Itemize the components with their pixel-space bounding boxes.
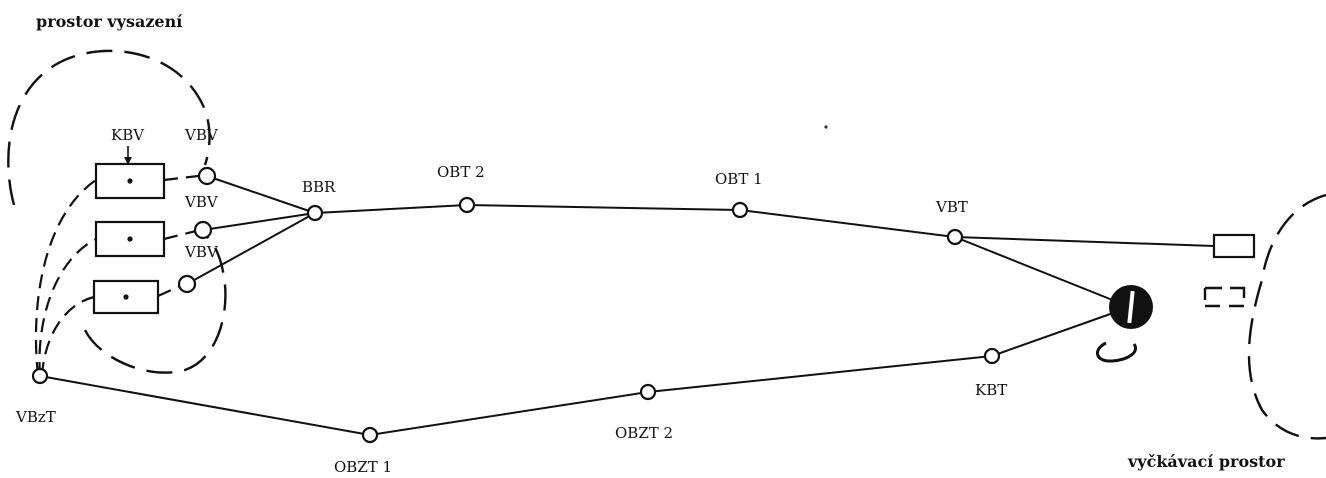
landing-area-boundary [7, 49, 227, 374]
vbzt-node [31, 367, 49, 385]
vbzt-to-box-links [34, 179, 97, 377]
obt2-label: OBT 2 [437, 163, 485, 181]
kbv-box-2 [94, 220, 166, 258]
kbt-label: KBT [975, 381, 1007, 399]
vbt-node [946, 228, 964, 246]
vbv-label-2: VBV [184, 193, 219, 211]
obt1-node [731, 201, 749, 219]
bbr-node [306, 204, 324, 222]
vbv-node-1 [197, 166, 217, 186]
waiting-dashed-box [1203, 286, 1246, 308]
obzt1-node [361, 426, 379, 444]
vbv-node-3 [177, 274, 197, 294]
waiting-area-label: vyčkávací prostor [1127, 452, 1285, 471]
obt2-node [458, 196, 476, 214]
landing-area-label: prostor vysazení [36, 12, 182, 31]
vbv-label-1: VBV [184, 126, 219, 144]
target-icon [1109, 285, 1153, 329]
kbv-box-3 [92, 279, 160, 315]
target-loop-icon [1096, 341, 1137, 363]
vbv-label-3: VBV [184, 243, 219, 261]
kbt-node [983, 347, 1001, 365]
obt1-label: OBT 1 [715, 170, 763, 188]
route-edges [39, 175, 1215, 436]
speck [824, 125, 828, 129]
obzt2-node [639, 383, 657, 401]
kbv-box-1 [94, 162, 166, 200]
vbv-node-2 [193, 220, 213, 240]
kbv-arrow [124, 146, 132, 165]
bbr-label: BBR [302, 178, 336, 196]
obzt2-label: OBZT 2 [615, 424, 673, 442]
vbt-label: VBT [935, 198, 968, 216]
box-to-vbv-links [157, 174, 199, 298]
waiting-box [1212, 233, 1256, 259]
waiting-area-boundary [1247, 193, 1326, 440]
vbzt-label: VBzT [15, 408, 56, 426]
obzt1-label: OBZT 1 [334, 458, 392, 476]
kbv-label: KBV [111, 126, 145, 144]
